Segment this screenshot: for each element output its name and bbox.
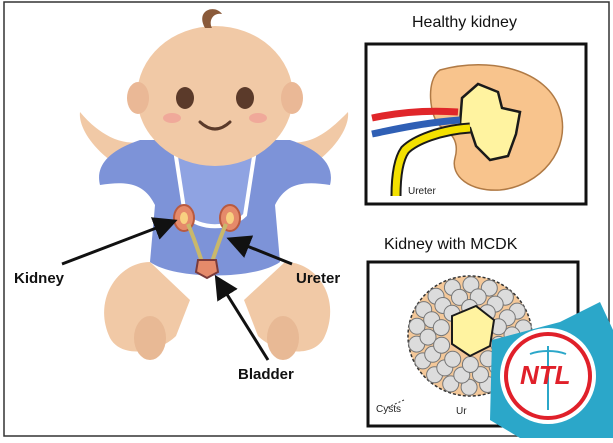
baby-right-ureter [210,223,228,263]
baby-left-leg [104,262,190,352]
bladder-label: Bladder [238,366,294,383]
healthy-artery [371,107,459,122]
mcdk-cyst [472,366,489,384]
baby-left-cheek [163,113,181,123]
mcdk-cyst [433,336,451,354]
ureter-label: Ureter [296,270,341,287]
healthy-ureter-label: Ureter [408,186,436,197]
baby-left-ear [127,82,149,114]
mcdk-cyst [461,356,479,373]
baby-mouth [198,120,232,131]
baby-right-leg [244,262,331,352]
mcdk-cyst [444,350,462,368]
kidney-label: Kidney [14,270,65,287]
logo-text: NTL [520,360,571,390]
healthy-ureter [392,124,471,197]
baby-illustration [79,9,349,360]
mcdk-cyst [432,319,450,337]
mcdk-ureter-label: Ur [456,406,467,417]
baby-right-eye [236,87,254,109]
mcdk-renal-pelvis [451,304,496,358]
baby-left-kidney-pelvis [180,212,188,224]
baby-left-foot [134,316,166,360]
baby-hair-curl [202,9,222,28]
baby-right-ear [281,82,303,114]
logo-red-ring [504,332,592,420]
outer-frame [3,1,610,437]
baby-right-foot [267,316,299,360]
bladder-arrow [214,274,270,361]
ureter-arrow [226,235,293,266]
mcdk-cyst [442,375,460,393]
mcdk-cyst [419,328,437,346]
logo-wings [529,350,567,355]
healthy-vein [371,116,461,138]
mcdk-cyst [408,317,426,335]
kidney-arrow [61,217,178,266]
baby-right-kidney-pelvis [226,212,234,224]
healthy-kidney-title: Healthy kidney [412,14,517,31]
baby-head [137,26,293,166]
cysts-label: Cysts [376,404,401,415]
cysts-pointer [385,399,405,409]
mcdk-title: Kidney with MCDK [384,236,518,253]
baby-left-eye [176,87,194,109]
healthy-kidney-panel [364,42,588,206]
baby-bladder [194,259,220,280]
ntl-logo [490,302,613,438]
baby-right-cheek [249,113,267,123]
mcdk-cyst [480,279,498,297]
mcdk-cyst [451,288,468,306]
baby-left-ureter [186,223,204,263]
